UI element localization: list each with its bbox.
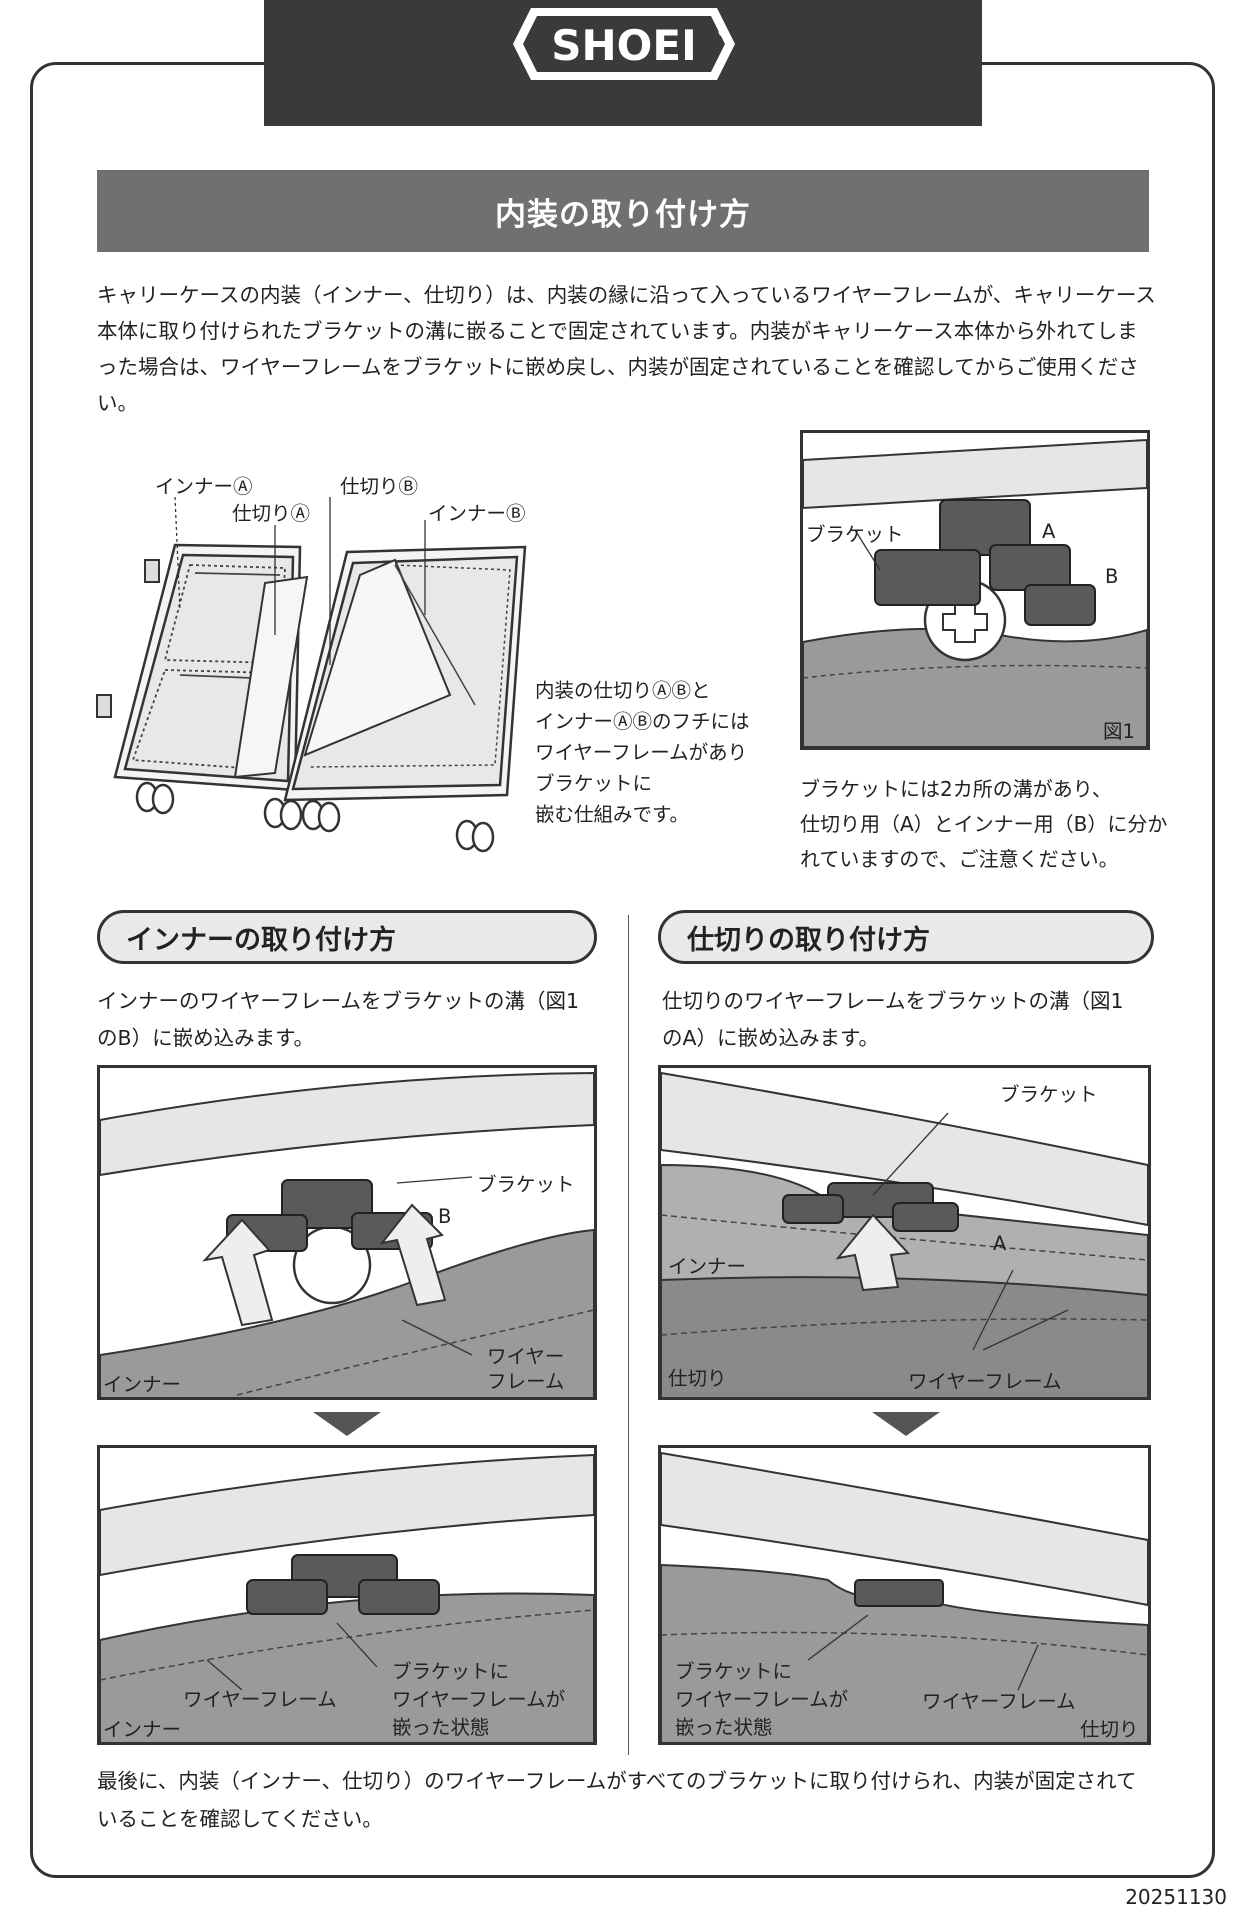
- inner-top-b: B: [438, 1205, 452, 1228]
- partition-bottom-fit3: 嵌った状態: [675, 1716, 773, 1739]
- suitcase-note: 内装の仕切りⒶⒷと インナーⒶⒷのフチには ワイヤーフレームがあり ブラケットに…: [535, 679, 750, 826]
- partition-top-bracket: ブラケット: [1000, 1083, 1098, 1106]
- partition-heading: 仕切りの取り付け方: [658, 910, 1154, 964]
- partition-top-inner: インナー: [668, 1255, 747, 1278]
- fig1-note: ブラケットには2カ所の溝があり、 仕切り用（A）とインナー用（B）に分か れてい…: [800, 777, 1168, 871]
- inner-bottom-fit3: 嵌った状態: [392, 1716, 490, 1739]
- label-inner-a: インナーⒶ: [155, 475, 253, 498]
- inner-top-wire2: フレーム: [487, 1370, 565, 1393]
- logo-text: SHOEI: [551, 21, 696, 70]
- inner-bottom-fit1: ブラケットに: [392, 1660, 510, 1683]
- partition-bottom-partition: 仕切り: [1080, 1718, 1139, 1741]
- inner-top-wire1: ワイヤー: [487, 1345, 565, 1368]
- partition-bottom-fit2: ワイヤーフレームが: [675, 1688, 849, 1711]
- inner-bottom-inner: インナー: [103, 1718, 182, 1741]
- partition-step1-figure: [658, 1065, 1151, 1400]
- fig1-label-a: A: [1042, 520, 1056, 543]
- partition-top-wire: ワイヤーフレーム: [908, 1370, 1062, 1393]
- intro-paragraph: キャリーケースの内装（インナー、仕切り）は、内装の縁に沿って入っているワイヤーフ…: [97, 283, 1156, 415]
- partition-bottom-fit1: ブラケットに: [675, 1660, 793, 1683]
- fig1-bracket-label: ブラケット: [806, 523, 904, 546]
- inner-bottom-wire: ワイヤーフレーム: [183, 1688, 337, 1711]
- final-paragraph: 最後に、内装（インナー、仕切り）のワイヤーフレームがすべてのブラケットに取り付け…: [97, 1769, 1137, 1831]
- figure-1: [800, 430, 1150, 750]
- label-inner-b: インナーⒷ: [428, 502, 526, 525]
- partition-step-text: 仕切りのワイヤーフレームをブラケットの溝（図1 のA）に嵌め込みます。: [662, 989, 1124, 1050]
- inner-step2-figure: [97, 1445, 597, 1745]
- inner-step-text: インナーのワイヤーフレームをブラケットの溝（図1 のB）に嵌め込みます。: [97, 989, 580, 1050]
- suitcase-illustration: [96, 496, 527, 853]
- section-title-bar: 内装の取り付け方: [97, 170, 1149, 252]
- label-partition-b: 仕切りⒷ: [340, 475, 419, 498]
- partition-bottom-wire: ワイヤーフレーム: [922, 1690, 1076, 1713]
- label-partition-a: 仕切りⒶ: [232, 502, 311, 525]
- shoei-logo: SHOEI: [513, 8, 735, 80]
- inner-bottom-fit2: ワイヤーフレームが: [392, 1688, 566, 1711]
- inner-step1-figure: [97, 1065, 597, 1400]
- inner-heading-text: インナーの取り付け方: [126, 924, 396, 956]
- fig1-caption: 図1: [1103, 720, 1135, 743]
- inner-top-bracket: ブラケット: [477, 1173, 575, 1196]
- fig1-label-b: B: [1105, 565, 1119, 588]
- document-date: 20251130: [1125, 1885, 1227, 1909]
- column-divider: [628, 915, 629, 1755]
- partition-top-a: A: [993, 1232, 1007, 1255]
- partition-step2-figure: [658, 1445, 1151, 1745]
- partition-top-partition: 仕切り: [668, 1367, 727, 1390]
- section-title: 内装の取り付け方: [495, 196, 751, 233]
- inner-step-arrow: [313, 1412, 381, 1436]
- partition-heading-text: 仕切りの取り付け方: [687, 924, 930, 956]
- logo-banner: SHOEI: [264, 0, 982, 126]
- inner-heading: インナーの取り付け方: [97, 910, 597, 964]
- partition-step-arrow: [872, 1412, 940, 1436]
- inner-top-inner: インナー: [103, 1373, 182, 1396]
